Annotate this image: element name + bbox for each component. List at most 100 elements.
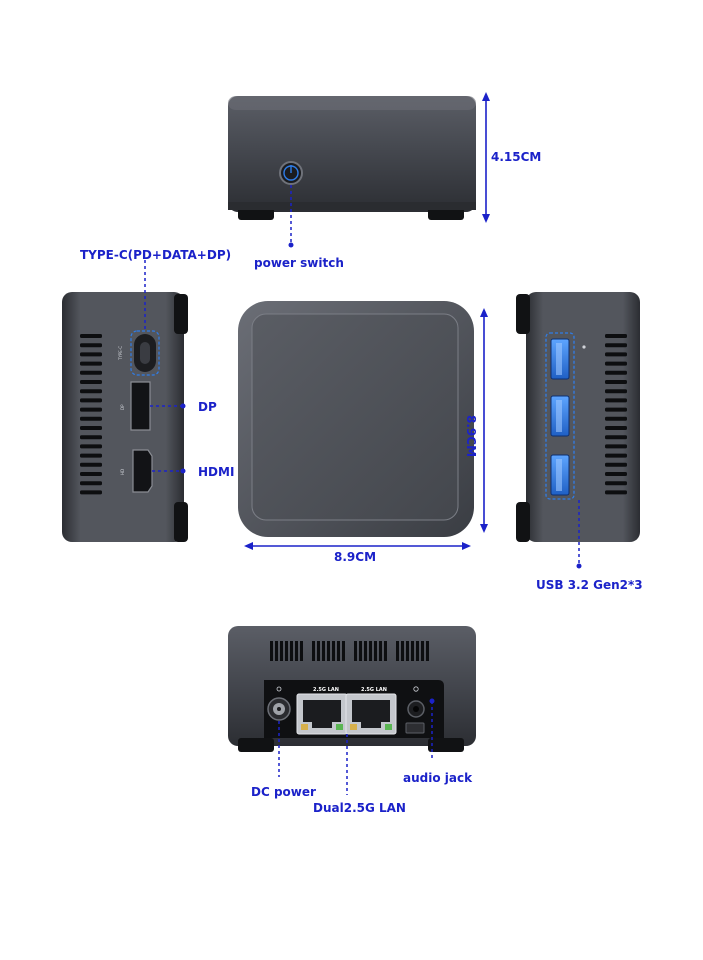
vent-slot (80, 407, 102, 412)
front-view (228, 92, 490, 248)
lan-2-marking: 2.5G LAN (361, 687, 387, 693)
vent-slot (605, 453, 627, 458)
vent-slot (605, 416, 627, 421)
vent-slot (605, 343, 627, 348)
vent-slot (80, 426, 102, 430)
hdmi-marking: HD (120, 469, 125, 475)
lan-label: Dual2.5G LAN (313, 801, 406, 815)
vent-slot (80, 490, 102, 495)
left-side-vents (80, 334, 102, 495)
vent-slot (369, 641, 372, 661)
vent-slot (605, 444, 627, 449)
rear-vents (270, 641, 429, 661)
vent-slot (605, 407, 627, 412)
vent-slot (605, 380, 627, 384)
kensington-lock-slot (405, 722, 425, 734)
vent-slot (605, 481, 627, 486)
left-side-view: TYPE-C DP HD (62, 260, 188, 542)
dp-label: DP (198, 400, 217, 414)
vent-slot (605, 361, 627, 366)
vent-slot (80, 398, 102, 403)
rear-foot-right (428, 738, 464, 752)
vent-slot (605, 352, 627, 357)
vent-slot (342, 641, 345, 661)
type-c-label: TYPE-C(PD+DATA+DP) (80, 248, 232, 262)
vent-slot (384, 641, 387, 661)
rear-foot-left (238, 738, 274, 752)
left-foot-top (174, 294, 188, 334)
depth-label: 8.9CM (464, 415, 478, 458)
vent-slot (605, 462, 627, 467)
vent-slot (80, 361, 102, 366)
type-c-marking: TYPE-C (118, 346, 123, 361)
vent-slot (605, 370, 627, 375)
vent-slot (605, 472, 627, 476)
vent-slot (290, 641, 293, 661)
vent-slot (364, 641, 367, 661)
type-c-highlight (130, 330, 160, 376)
vent-slot (80, 370, 102, 375)
vent-slot (80, 435, 102, 440)
power-switch-label: power switch (254, 256, 344, 270)
hdmi-port (132, 449, 153, 493)
width-label: 8.9CM (334, 550, 377, 564)
vent-slot (327, 641, 330, 661)
vent-slot (605, 389, 627, 394)
dp-marking: DP (120, 404, 125, 410)
vent-slot (275, 641, 278, 661)
audio-jack-label: audio jack (403, 771, 473, 785)
right-side-vents (605, 334, 627, 495)
vent-slot (270, 641, 273, 661)
vent-slot (322, 641, 325, 661)
vent-slot (605, 334, 627, 338)
vent-slot (605, 490, 627, 495)
left-foot-bottom (174, 502, 188, 542)
left-side-body (62, 292, 184, 542)
vent-slot (406, 641, 409, 661)
vent-slot (300, 641, 303, 661)
vent-slot (379, 641, 382, 661)
vent-slot (80, 389, 102, 394)
status-led (582, 345, 586, 349)
front-body (228, 96, 476, 212)
vent-slot (80, 352, 102, 357)
vent-slot (359, 641, 362, 661)
vent-slot (605, 398, 627, 403)
vent-slot (312, 641, 315, 661)
vent-slot (401, 641, 404, 661)
vent-slot (332, 641, 335, 661)
vent-slot (80, 462, 102, 467)
right-side-view (516, 292, 640, 569)
vent-slot (80, 453, 102, 458)
top-view (238, 301, 488, 550)
lan-1-marking: 2.5G LAN (313, 687, 339, 693)
vent-slot (80, 416, 102, 421)
vent-slot (426, 641, 429, 661)
vent-slot (80, 481, 102, 486)
vent-slot (80, 444, 102, 449)
vent-slot (605, 426, 627, 430)
vent-slot (396, 641, 399, 661)
vent-slot (280, 641, 283, 661)
vent-slot (411, 641, 414, 661)
height-label: 4.15CM (491, 150, 542, 164)
vent-slot (337, 641, 340, 661)
right-foot-top (516, 294, 530, 334)
right-foot-bottom (516, 502, 530, 542)
headphone-icon (413, 686, 419, 692)
top-panel (251, 313, 459, 521)
vent-slot (374, 641, 377, 661)
vent-slot (285, 641, 288, 661)
hdmi-label: HDMI (198, 465, 235, 479)
vent-slot (80, 380, 102, 384)
rear-view: 2.5G LAN 2.5G LAN (228, 626, 476, 795)
vent-slot (416, 641, 419, 661)
dc-power-label: DC power (251, 785, 316, 799)
dp-port (130, 381, 151, 431)
usb-highlight (545, 332, 575, 500)
vent-slot (605, 435, 627, 440)
vent-slot (80, 472, 102, 476)
vent-slot (317, 641, 320, 661)
vent-slot (295, 641, 298, 661)
